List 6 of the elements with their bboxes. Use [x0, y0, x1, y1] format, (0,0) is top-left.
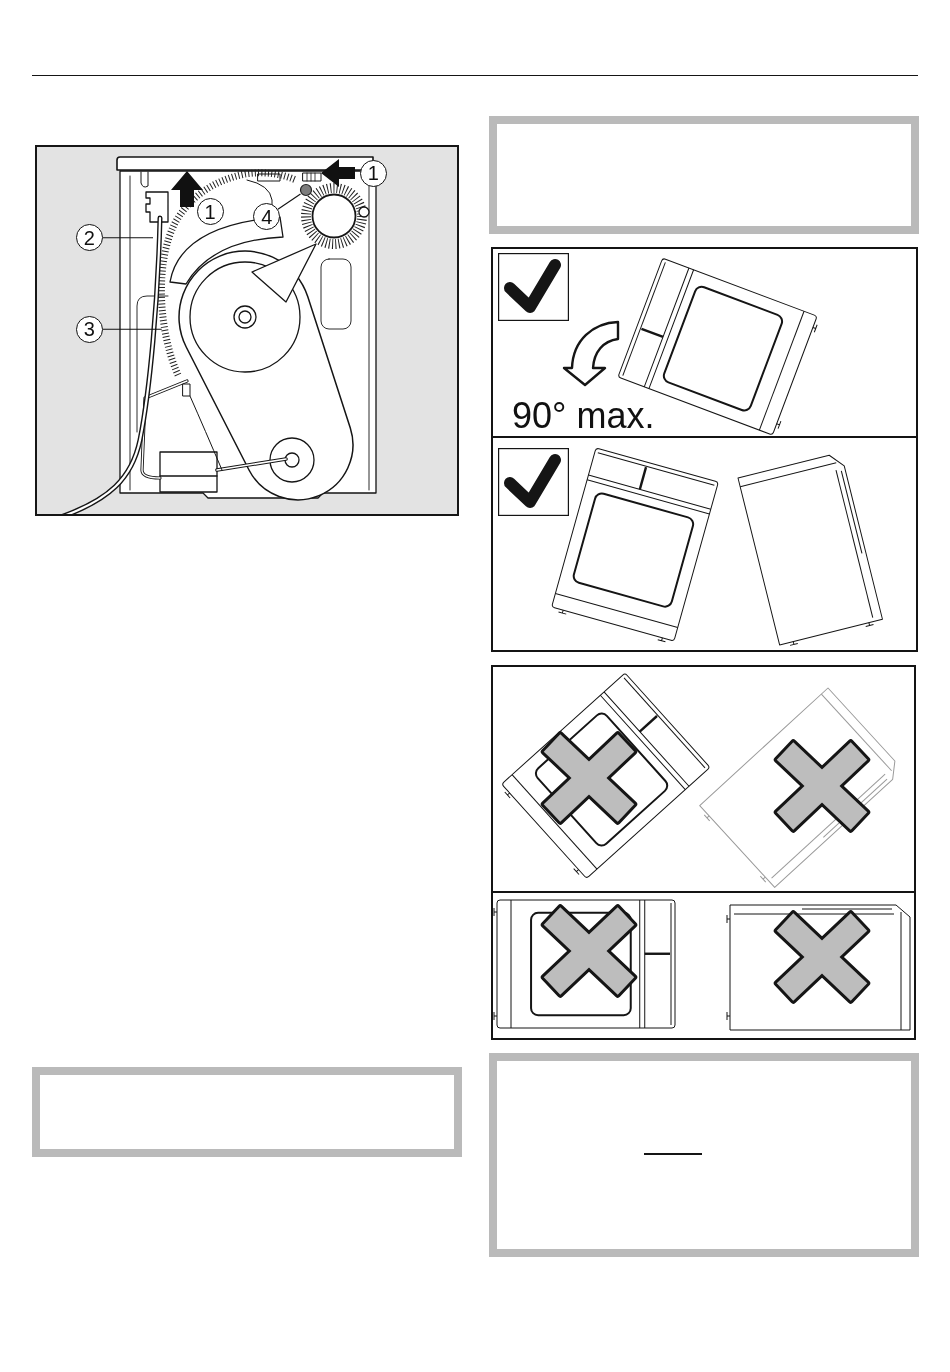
callout-number: 3	[75, 315, 103, 343]
leader-line	[277, 193, 302, 210]
callout-number: 2	[75, 224, 103, 252]
leader-line	[102, 237, 154, 239]
angle-limit-text: 90° max.	[512, 397, 655, 434]
leader-line	[102, 328, 163, 330]
